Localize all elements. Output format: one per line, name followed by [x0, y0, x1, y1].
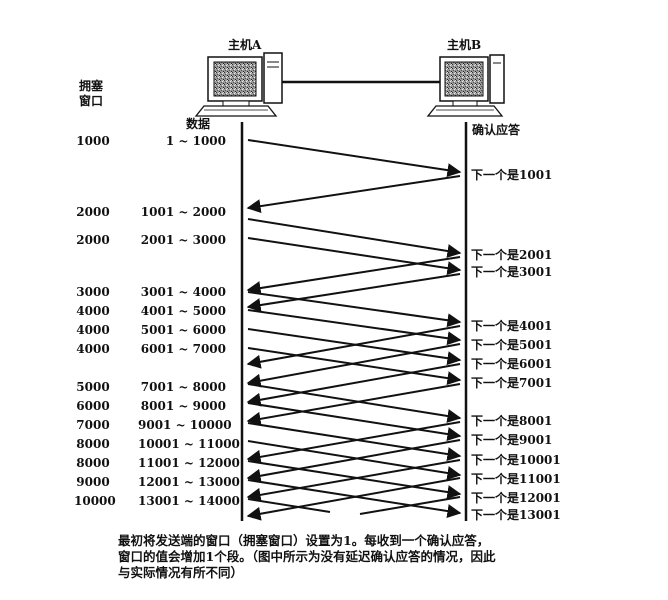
ack-label: 下一个是12001	[471, 491, 561, 505]
data-arrow	[248, 140, 460, 172]
window-size: 10000	[74, 494, 112, 508]
ack-label: 下一个是8001	[471, 414, 552, 428]
ack-arrow	[248, 326, 460, 364]
data-range: 1 ~ 1000	[138, 134, 226, 148]
ack-arrow	[248, 176, 460, 208]
data-arrow	[248, 219, 460, 253]
caption-line: 窗口的值会增加1个段。（图中所示为没有延迟确认应答的情况，因此	[118, 549, 558, 565]
data-range: 2001 ~ 3000	[138, 233, 226, 247]
data-arrows	[248, 140, 460, 513]
ack-label: 下一个是1001	[471, 168, 552, 182]
window-size: 2000	[74, 233, 112, 247]
data-range: 1001 ~ 2000	[138, 205, 226, 219]
figure-caption: 最初将发送端的窗口（拥塞窗口）设置为1。每收到一个确认应答， 窗口的值会增加1个…	[118, 533, 558, 581]
caption-line: 与实际情况有所不同）	[118, 565, 558, 581]
ack-arrow	[248, 344, 460, 383]
data-arrow	[248, 238, 460, 270]
cwnd-label-line1: 拥塞	[79, 79, 103, 93]
host-a-label: 主机A	[228, 38, 261, 52]
window-size: 7000	[74, 418, 112, 432]
ack-arrow	[248, 274, 460, 307]
window-size: 8000	[74, 437, 112, 451]
ack-arrow	[248, 478, 460, 516]
window-size: 3000	[74, 285, 112, 299]
ack-label: 下一个是6001	[471, 357, 552, 371]
data-range: 12001 ~ 13000	[138, 475, 226, 489]
ack-label: 下一个是7001	[471, 376, 552, 390]
ack-label: 下一个是10001	[471, 453, 561, 467]
data-arrow	[248, 403, 460, 436]
data-range: 5001 ~ 6000	[138, 323, 226, 337]
data-range: 7001 ~ 8000	[138, 380, 226, 394]
ack-label: 下一个是2001	[471, 248, 552, 262]
data-column-label: 数据	[186, 117, 210, 131]
window-size: 5000	[74, 380, 112, 394]
data-arrow	[248, 292, 460, 322]
data-range: 10001 ~ 11000	[138, 437, 226, 451]
cwnd-label-line2: 窗口	[79, 94, 103, 108]
ack-label: 下一个是9001	[471, 433, 552, 447]
host-b-label: 主机B	[447, 38, 481, 52]
data-range: 8001 ~ 9000	[138, 399, 226, 413]
window-size: 9000	[74, 475, 112, 489]
ack-label: 下一个是5001	[471, 338, 552, 352]
ack-arrow	[248, 257, 460, 290]
data-range: 9001 ~ 10000	[138, 418, 226, 432]
ack-label: 下一个是4001	[471, 319, 552, 333]
data-range: 13001 ~ 14000	[138, 494, 226, 508]
window-size: 8000	[74, 456, 112, 470]
data-range: 3001 ~ 4000	[138, 285, 226, 299]
window-size: 4000	[74, 304, 112, 318]
ack-label: 下一个是3001	[471, 265, 552, 279]
ack-arrow	[248, 364, 460, 402]
caption-line: 最初将发送端的窗口（拥塞窗口）设置为1。每收到一个确认应答，	[118, 533, 558, 549]
ack-label: 下一个是11001	[471, 472, 561, 486]
window-size: 4000	[74, 342, 112, 356]
data-range: 11001 ~ 12000	[138, 456, 226, 470]
window-size: 1000	[74, 134, 112, 148]
data-range: 6001 ~ 7000	[138, 342, 226, 356]
ack-label: 下一个是13001	[471, 508, 561, 522]
data-arrow	[248, 499, 330, 512]
window-size: 6000	[74, 399, 112, 413]
host-a-computer-icon	[196, 53, 282, 116]
ack-column-label: 确认应答	[472, 123, 520, 137]
host-b-computer-icon	[428, 55, 504, 116]
window-size: 4000	[74, 323, 112, 337]
window-size: 2000	[74, 205, 112, 219]
data-range: 4001 ~ 5000	[138, 304, 226, 318]
data-arrow	[248, 310, 460, 340]
